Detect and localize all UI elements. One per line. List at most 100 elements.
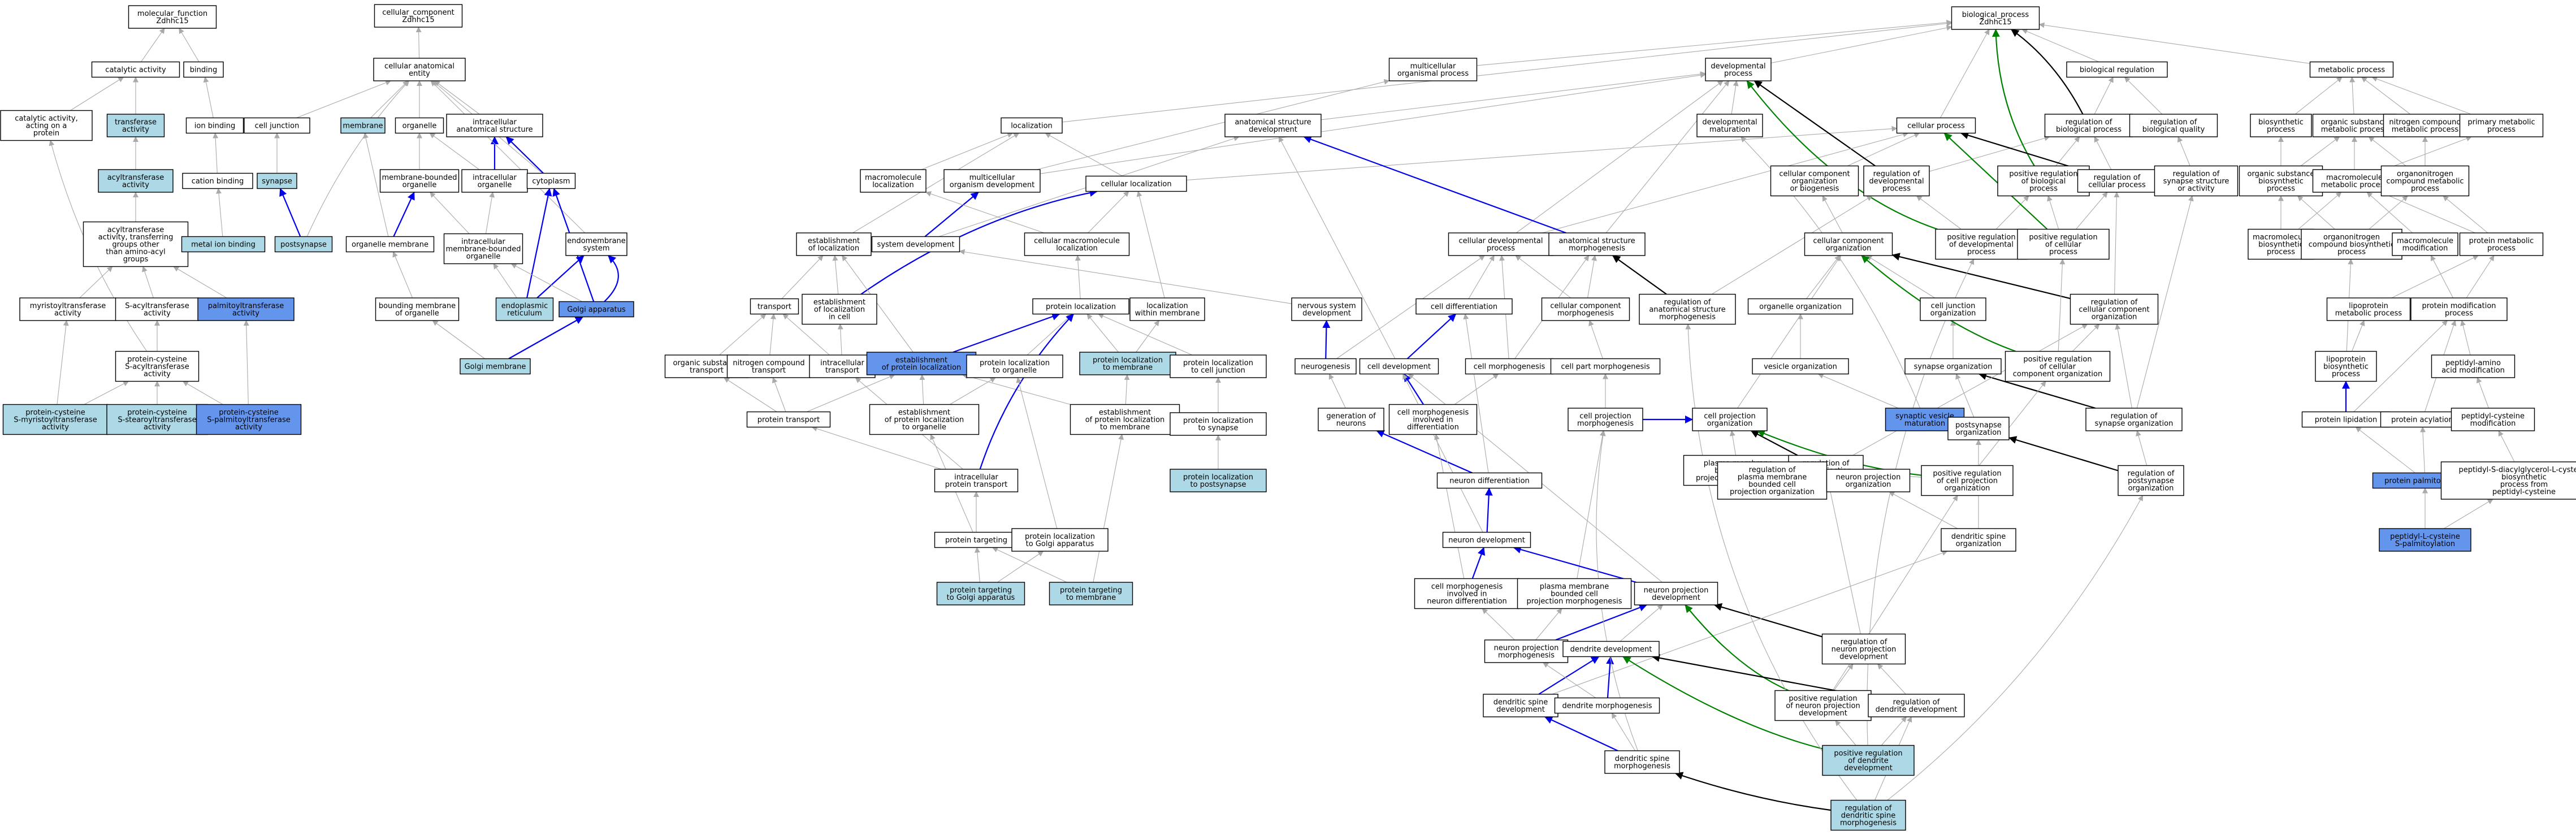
go-term-node-celldev[interactable]: cell development xyxy=(1359,358,1439,375)
go-term-node-catalytic[interactable]: catalytic activity xyxy=(91,61,180,78)
go-term-node-celljunc[interactable]: cell junction xyxy=(244,117,310,134)
go-term-node-orgorg[interactable]: organelle organization xyxy=(1747,298,1854,315)
go-term-node-cellproc[interactable]: cellular process xyxy=(1896,117,1976,134)
go-term-node-orgmemb[interactable]: organelle membrane xyxy=(345,236,435,253)
go-term-node-transport[interactable]: transport xyxy=(750,298,799,315)
go-term-node-peptdiacyl[interactable]: peptidyl-S-diacylglycerol-L-cysteinebios… xyxy=(2440,461,2576,500)
go-term-node-synorg[interactable]: synapse organization xyxy=(1904,358,2002,375)
go-term-node-protlipid[interactable]: protein lipidation xyxy=(2301,411,2391,428)
go-term-node-organelle[interactable]: organelle xyxy=(395,117,444,134)
go-term-node-binding[interactable]: binding xyxy=(183,61,224,78)
go-term-node-membrane[interactable]: membrane xyxy=(340,117,386,134)
go-term-node-cytoplasm[interactable]: cytoplasm xyxy=(526,172,576,189)
go-term-node-golgimemb[interactable]: Golgi membrane xyxy=(460,358,531,375)
go-term-node-neurondiff[interactable]: neuron differentiation xyxy=(1436,472,1543,489)
go-term-node-cellpartmorph[interactable]: cell part morphogenesis xyxy=(1550,358,1661,375)
go-term-node-postsyn[interactable]: postsynapse xyxy=(274,236,333,253)
go-term-node-synapse[interactable]: synapse xyxy=(257,172,297,189)
go-term-node-metalion[interactable]: metal ion binding xyxy=(181,236,266,253)
go-term-node-prottransport[interactable]: protein transport xyxy=(746,411,831,428)
go-term-node-localization[interactable]: localization xyxy=(1001,117,1063,134)
go-term-node-protloc[interactable]: protein localization xyxy=(1032,298,1129,315)
go-term-node-protacyl[interactable]: protein acylation xyxy=(2380,411,2465,428)
go-term-node-ionbind[interactable]: ion binding xyxy=(185,117,244,134)
go-term-node-sysdev[interactable]: system development xyxy=(871,236,960,253)
go-term-node-vesorg[interactable]: vesicle organization xyxy=(1752,358,1849,375)
